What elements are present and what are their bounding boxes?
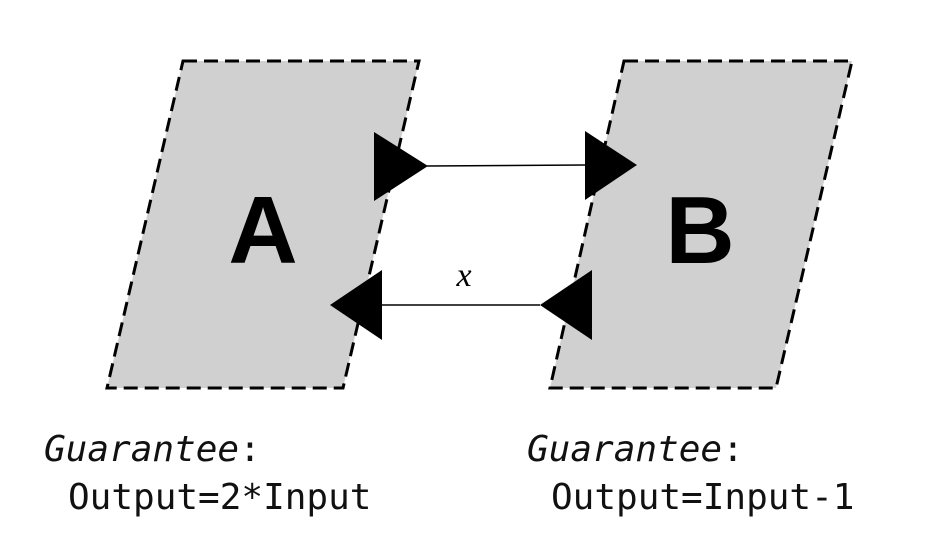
contract-b-keyword: Guarantee	[527, 429, 723, 470]
contract-b: Guarantee: Output=Input-1	[527, 426, 854, 522]
contract-a-keyword: Guarantee	[44, 429, 240, 470]
edge-a-to-b	[426, 164, 586, 167]
block-a-label: A	[228, 177, 297, 284]
edge-label-x: x	[455, 257, 471, 294]
input-port-a-icon[interactable]	[330, 270, 382, 340]
block-b-label: B	[665, 177, 734, 284]
output-port-b-icon[interactable]	[540, 270, 592, 340]
contract-a: Guarantee: Output=2*Input	[44, 426, 371, 522]
output-port-a-icon[interactable]	[374, 132, 428, 201]
contract-a-colon: :	[239, 429, 261, 470]
contract-b-expression: Output=Input-1	[551, 477, 855, 518]
contract-b-colon: :	[722, 429, 744, 470]
block-b[interactable]	[548, 59, 854, 390]
contract-a-expression: Output=2*Input	[68, 477, 372, 518]
input-port-b-icon[interactable]	[585, 131, 637, 200]
